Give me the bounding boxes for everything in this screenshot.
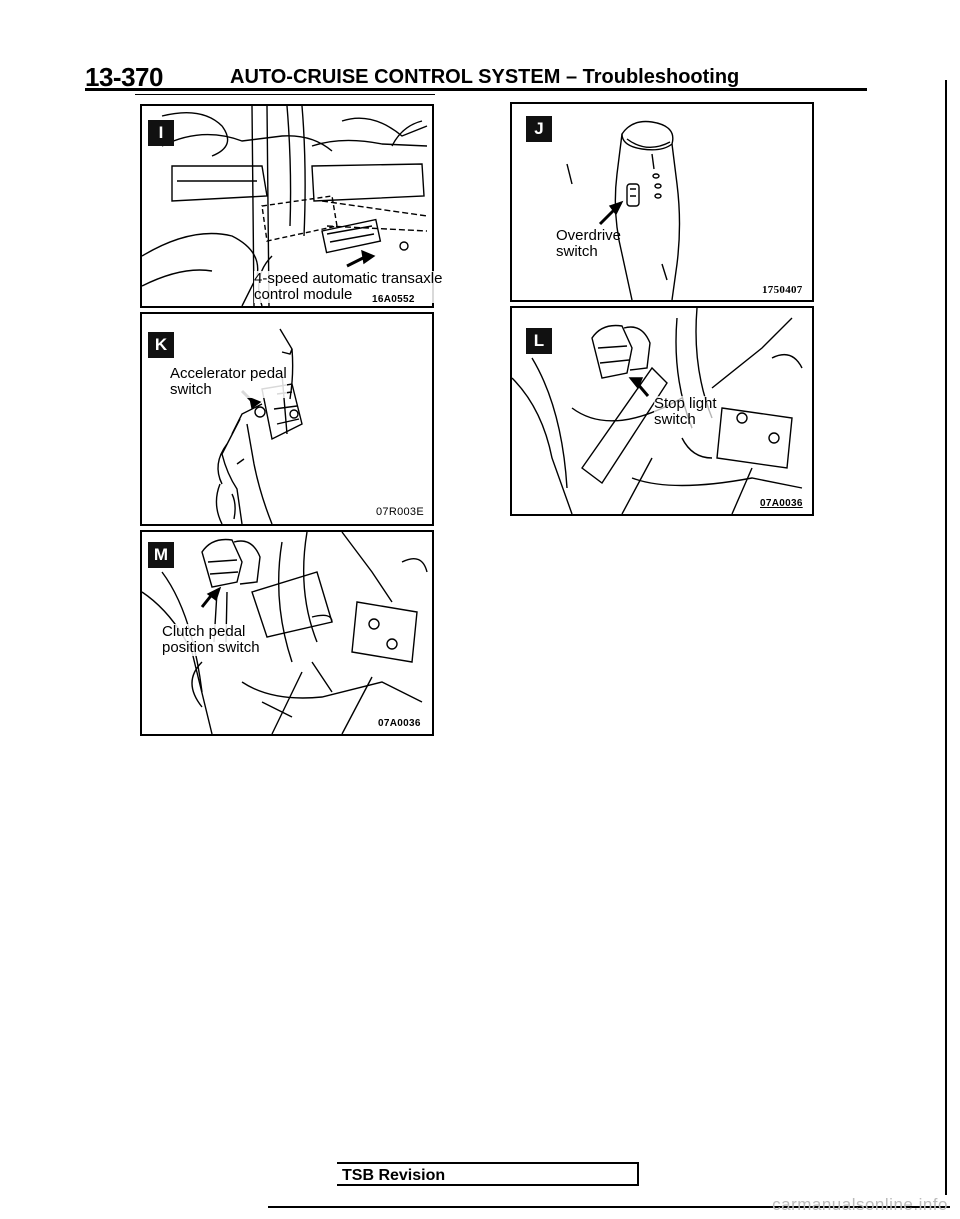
figure-i-code: 16A0552: [372, 294, 415, 305]
figure-l-badge: L: [526, 328, 552, 354]
figure-j-code: 1750407: [762, 284, 803, 296]
figure-k-badge: K: [148, 332, 174, 358]
figure-k-code: 07R003E: [376, 506, 424, 518]
figure-l-label-line1: Stop light: [654, 395, 717, 412]
header-rule: [85, 88, 867, 91]
figure-j-badge: J: [526, 116, 552, 142]
header-subrule: [135, 94, 435, 95]
figure-m: M Clutch pedal position switch 07A0036: [140, 530, 434, 736]
figure-j-label-line2: switch: [556, 243, 598, 260]
figure-m-label: Clutch pedal position switch: [162, 624, 260, 656]
page-number: 13-370: [85, 62, 163, 92]
figure-m-code: 07A0036: [378, 718, 421, 729]
page-header: 13-370 AUTO-CRUISE CONTROL SYSTEM – Trou…: [85, 62, 865, 92]
figure-k: K Accelerator pedal switch 07R003E: [140, 312, 434, 526]
figure-m-badge: M: [148, 542, 174, 568]
tsb-revision-label: TSB Revision: [342, 1167, 446, 1184]
figure-m-illustration: [141, 531, 428, 735]
figure-k-label-line2: switch: [170, 381, 212, 398]
watermark: carmanualsonline.info: [772, 1195, 948, 1214]
figure-l-label: Stop light switch: [654, 396, 717, 428]
figure-m-label-line1: Clutch pedal: [162, 623, 246, 640]
figure-i-badge: I: [148, 120, 174, 146]
footer-rule: [337, 1184, 637, 1186]
figure-i-label: 4-speed automatic transaxle control modu…: [254, 270, 443, 303]
right-edge-rule: [945, 80, 947, 1195]
section-title: AUTO-CRUISE CONTROL SYSTEM – Troubleshoo…: [230, 66, 740, 88]
bottom-rule: [268, 1206, 950, 1208]
figure-j: J Overdrive switch 1750407: [510, 102, 814, 302]
figure-j-label: Overdrive switch: [556, 228, 621, 260]
figure-m-label-line2: position switch: [162, 639, 260, 656]
figure-l-label-line2: switch: [654, 411, 696, 428]
tsb-revision-box: TSB Revision: [337, 1162, 639, 1186]
figure-i-label-line1: 4-speed automatic transaxle: [254, 270, 443, 287]
figure-k-label: Accelerator pedal switch: [170, 366, 287, 398]
figure-i: I 4-speed automatic transaxle control mo…: [140, 104, 443, 308]
figure-j-label-line1: Overdrive: [556, 227, 622, 244]
figure-l: L Stop light switch 07A0036: [510, 306, 814, 516]
figure-i-illustration: [141, 105, 428, 307]
figure-k-illustration: [215, 328, 303, 525]
figure-l-code: 07A0036: [760, 498, 803, 509]
figure-i-label-line2: control module: [254, 286, 353, 303]
figure-k-label-line1: Accelerator pedal: [170, 365, 287, 382]
figure-j-illustration: [566, 120, 681, 301]
